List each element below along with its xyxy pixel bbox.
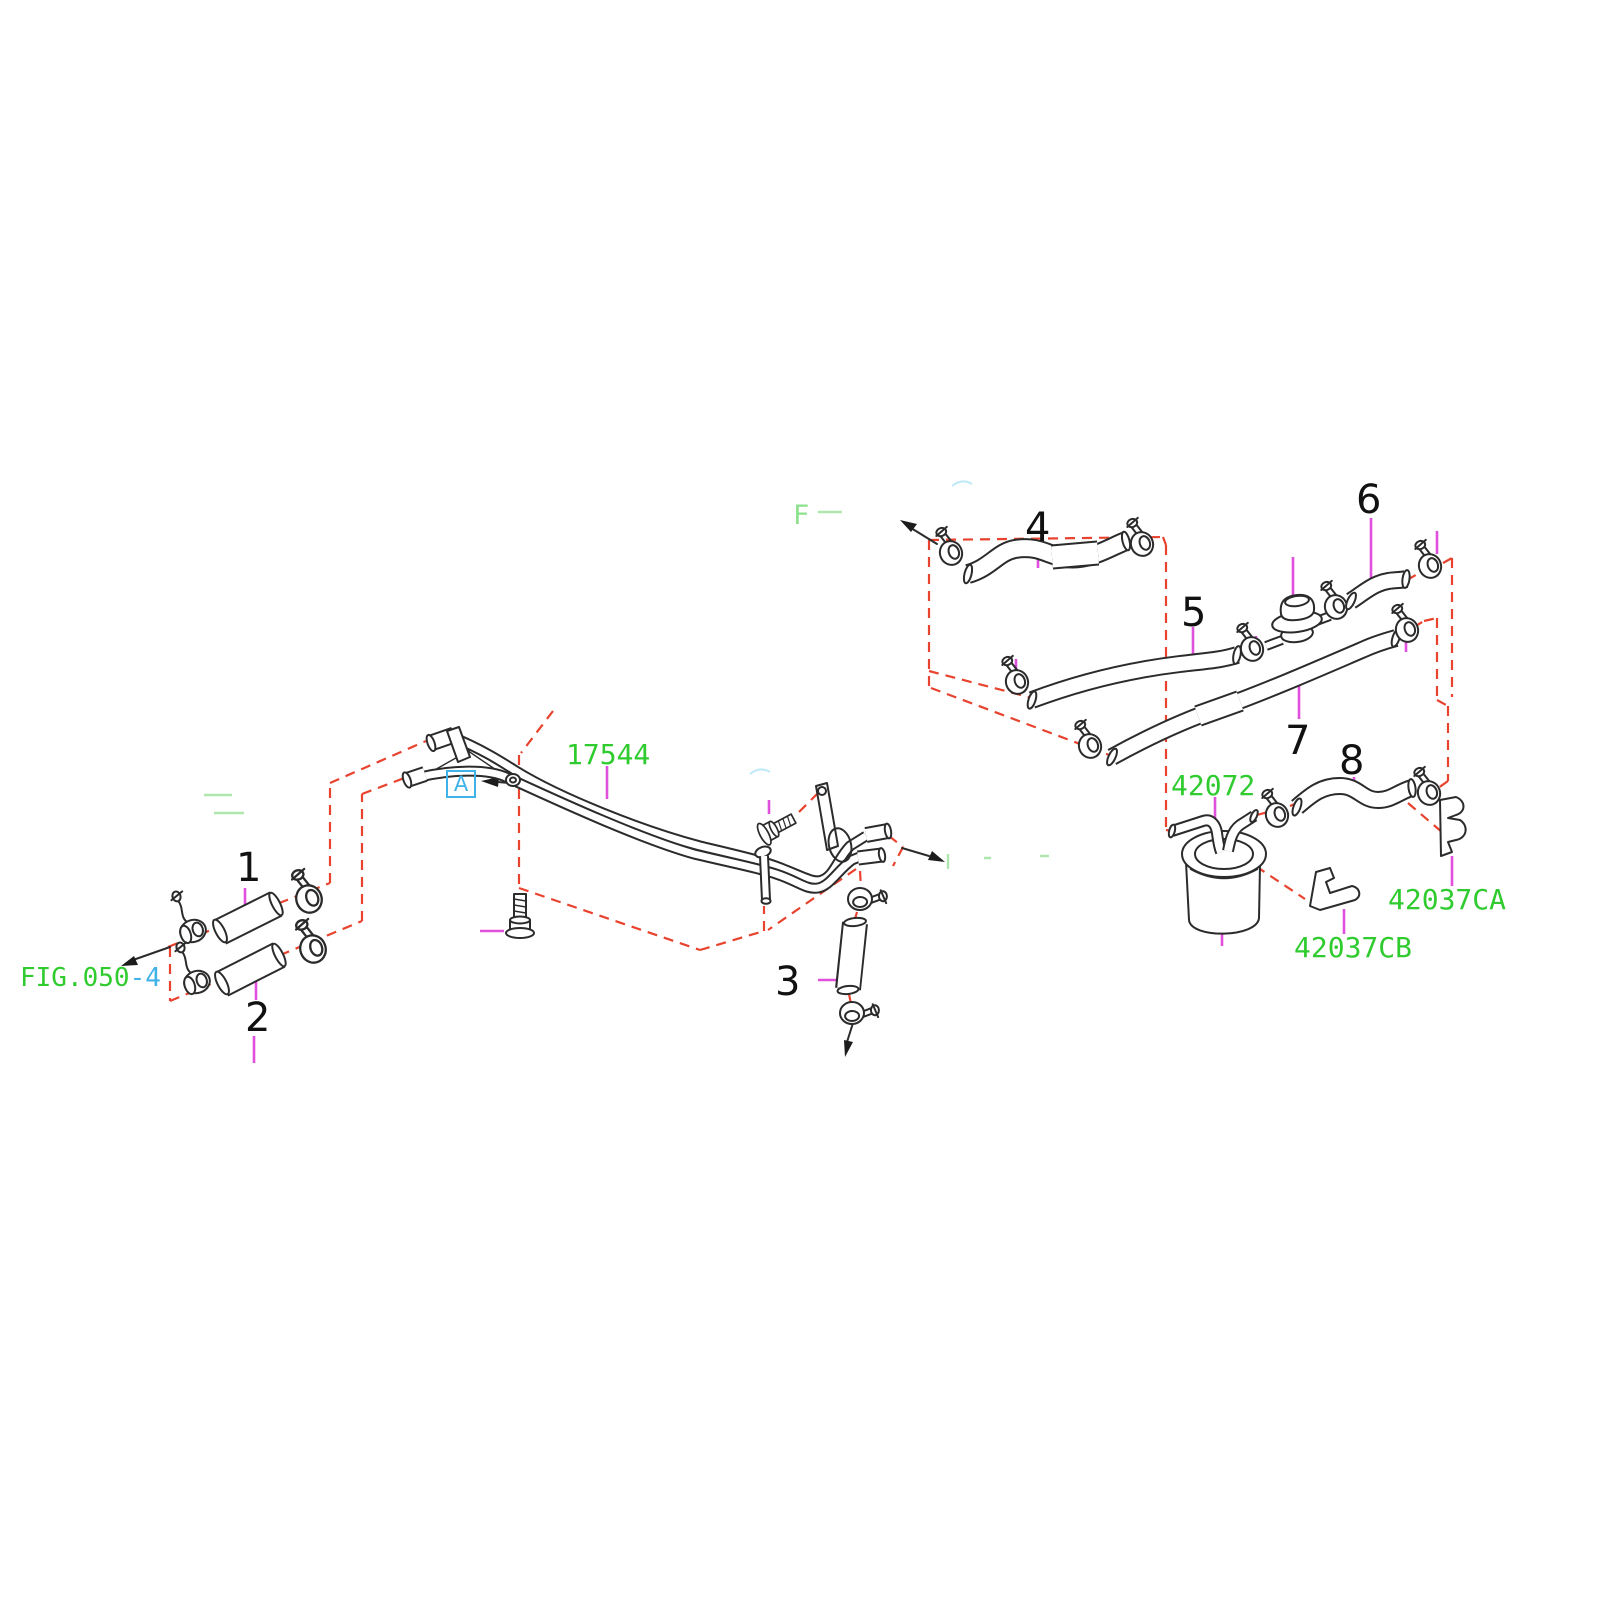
hose-clamp	[930, 522, 967, 570]
hose-clamp	[289, 914, 331, 968]
faint-remnant-marks	[204, 480, 1049, 869]
callout-1: 1	[236, 845, 262, 891]
callout-3: 3	[775, 959, 801, 1005]
part-2-damper	[214, 942, 287, 997]
callout-7: 7	[1285, 718, 1311, 764]
part-number-42072: 42072	[1171, 769, 1256, 802]
hose-clamp	[1069, 715, 1106, 763]
figure-reference: FIG.050-4	[20, 965, 161, 991]
hose-clamp	[838, 1000, 881, 1026]
mounting-bolt	[505, 893, 535, 939]
hose-clamp	[285, 864, 327, 918]
arrow-up-left	[900, 520, 938, 545]
hose-5	[1026, 645, 1242, 710]
callout-5: 5	[1181, 590, 1207, 636]
arrow-left-to-fig050	[121, 946, 171, 966]
bracket-42037ca	[1439, 796, 1467, 857]
hose-clamp	[170, 936, 214, 998]
callout-2: 2	[245, 995, 271, 1041]
figure-reference-suffix: -4	[129, 963, 161, 993]
hose-clamp	[166, 885, 210, 947]
red-dashed-lines	[167, 535, 1454, 1005]
bracket-42037cb	[1309, 867, 1361, 911]
part-number-17544: 17544	[566, 738, 651, 771]
hose-8	[1291, 777, 1417, 817]
hose-7	[1106, 628, 1402, 767]
part-3-hose	[835, 916, 868, 996]
pipe-assembly-17544	[401, 726, 893, 905]
part-1-damper	[212, 891, 284, 945]
callout-6: 6	[1356, 477, 1382, 523]
hose-clamp	[1256, 784, 1293, 832]
arrow-right	[901, 847, 945, 862]
part-number-42037cb: 42037CB	[1294, 931, 1413, 964]
figure-reference-number: FIG.050	[20, 963, 130, 993]
fuel-filter-42072	[1167, 808, 1267, 935]
hose-clamp	[1409, 535, 1446, 583]
arrow-down	[844, 1022, 854, 1057]
mounting-bolt	[754, 807, 800, 848]
callout-4: 4	[1025, 505, 1051, 551]
faint-erased-label: F	[793, 500, 810, 531]
hose-6	[1345, 569, 1411, 611]
hose-clamp	[846, 886, 889, 912]
hose-4	[962, 530, 1132, 585]
damper-valve	[1264, 593, 1332, 651]
view-marker-a: A	[446, 770, 476, 798]
callout-8: 8	[1339, 738, 1365, 784]
part-number-42037ca: 42037CA	[1388, 883, 1507, 916]
